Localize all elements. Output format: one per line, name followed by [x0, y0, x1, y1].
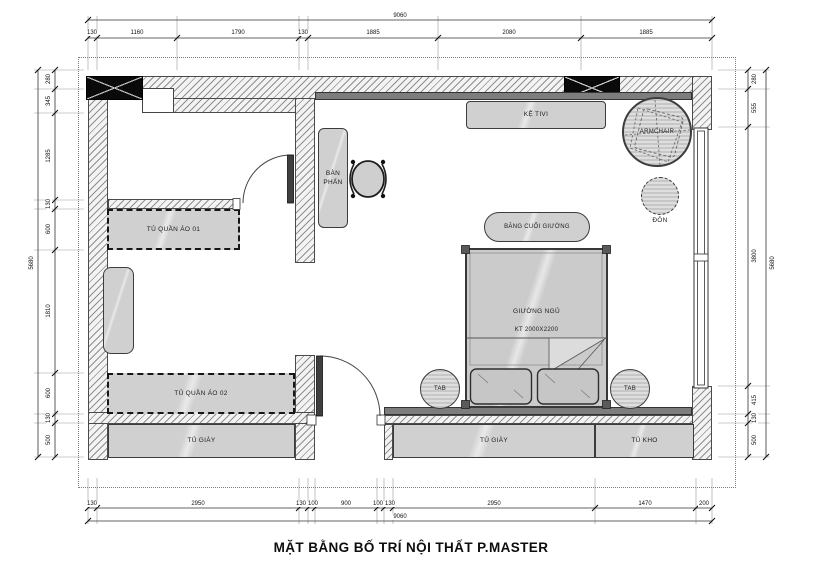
vanity-table-label: BÀN PHẤN — [323, 169, 342, 188]
wardrobe-01: TỦ QUẦN ÁO 01 — [107, 209, 240, 250]
dim-top-seg: 1160 — [129, 30, 145, 36]
dim-left-seg: 600 — [46, 386, 52, 400]
wall-right-upper — [692, 76, 712, 130]
nightstand-right: TAB — [610, 369, 650, 409]
dim-right-seg: 280 — [752, 72, 758, 86]
wardrobe-01-label: TỦ QUẦN ÁO 01 — [146, 225, 201, 233]
bed-end-bench: BĂNG CUỐI GIƯỜNG — [484, 212, 590, 242]
vanity-table: BÀN PHẤN — [318, 128, 348, 228]
bed-name: GIƯỜNG NGỦ — [513, 308, 560, 315]
wall-middle-lower — [295, 355, 315, 460]
wall-bottom-right — [384, 415, 712, 424]
drawing-title: MẶT BẰNG BỐ TRÍ NỘI THẤT P.MASTER — [273, 540, 549, 555]
wall-cabinet-jamb-right — [384, 424, 393, 460]
closet-bench — [103, 267, 134, 354]
dim-left-seg: 500 — [46, 433, 52, 447]
shoe-cabinet-left-label: TỦ GIÀY — [187, 437, 216, 445]
dim-top-seg: 130 — [296, 30, 310, 36]
wall-closet-divider — [108, 199, 240, 209]
dim-top-seg: 2080 — [501, 30, 517, 36]
shoe-cabinet-right: TỦ GIÀY — [393, 424, 595, 458]
pouf-stool-label: ĐÔN — [652, 217, 668, 224]
dim-left-seg: 345 — [46, 94, 52, 108]
tv-shelf: KỆ TIVI — [466, 101, 606, 129]
dim-right-seg: 3800 — [752, 248, 758, 264]
wall-right-lower — [692, 386, 712, 460]
dim-left-seg: 280 — [46, 72, 52, 86]
shoe-cabinet-right-label: TỦ GIÀY — [479, 437, 509, 445]
dim-bottom-seg: 1470 — [637, 501, 653, 507]
dim-bottom-seg: 130 — [85, 501, 99, 507]
pouf-stool — [641, 177, 679, 215]
vanity-line1: BÀN — [325, 169, 341, 177]
shoe-cabinet-left: TỦ GIÀY — [108, 424, 295, 458]
dim-left-seg: 130 — [46, 197, 52, 211]
dim-top-seg: 1885 — [365, 30, 381, 36]
dim-top-overall: 9060 — [392, 13, 408, 19]
wardrobe-02-label: TỦ QUẦN ÁO 02 — [174, 389, 228, 397]
dim-bottom-seg: 200 — [697, 501, 711, 507]
dim-bottom-overall: 9060 — [392, 514, 408, 520]
bed-end-bench-label: BĂNG CUỐI GIƯỜNG — [504, 223, 570, 230]
bed-size: KT 2000X2200 — [514, 327, 559, 333]
column-top-left — [86, 76, 143, 100]
dim-bottom-seg: 100 — [306, 501, 320, 507]
dim-bottom-seg: 900 — [339, 501, 353, 507]
vanity-line2: PHẤN — [323, 179, 343, 186]
wall-closet-ceiling — [172, 98, 300, 113]
dim-right-seg: 130 — [752, 411, 758, 425]
dim-bottom-seg: 2950 — [486, 501, 502, 507]
dim-right-seg: 555 — [752, 101, 758, 115]
dim-bottom-seg: 100 — [371, 501, 385, 507]
beam-top — [315, 92, 692, 100]
storage-cabinet-label: TỦ KHO — [631, 437, 658, 445]
dim-left-seg: 600 — [46, 222, 52, 236]
storage-cabinet: TỦ KHO — [595, 424, 694, 458]
bed: GIƯỜNG NGỦ KT 2000X2200 — [465, 248, 608, 408]
wall-middle-upper — [295, 98, 315, 263]
tv-shelf-label: KỆ TIVI — [523, 111, 549, 119]
beam-bottom — [384, 407, 692, 415]
dim-left-overall: 5680 — [29, 255, 35, 271]
dim-right-overall: 5680 — [770, 255, 776, 271]
dim-bottom-seg: 130 — [294, 501, 308, 507]
dim-top-seg: 1790 — [230, 30, 246, 36]
armchair: ARMCHAIR — [622, 97, 692, 167]
dim-top-seg: 130 — [85, 30, 99, 36]
wardrobe-02: TỦ QUẦN ÁO 02 — [107, 373, 295, 414]
dim-left-seg: 1285 — [46, 148, 52, 164]
dim-top-seg: 1885 — [638, 30, 654, 36]
nightstand-left-label: TAB — [433, 385, 447, 392]
dim-left-seg: 1810 — [46, 303, 52, 319]
nightstand-right-label: TAB — [623, 385, 637, 392]
dim-left-seg: 130 — [46, 411, 52, 425]
dim-bottom-seg: 2950 — [190, 501, 206, 507]
dim-bottom-seg: 130 — [383, 501, 397, 507]
dim-right-seg: 415 — [752, 393, 758, 407]
wall-niche — [142, 88, 174, 113]
bed-label: GIƯỜNG NGỦ KT 2000X2200 — [467, 300, 606, 336]
nightstand-left: TAB — [420, 369, 460, 409]
armchair-cushion-outline — [633, 107, 685, 159]
dim-right-seg: 500 — [752, 433, 758, 447]
